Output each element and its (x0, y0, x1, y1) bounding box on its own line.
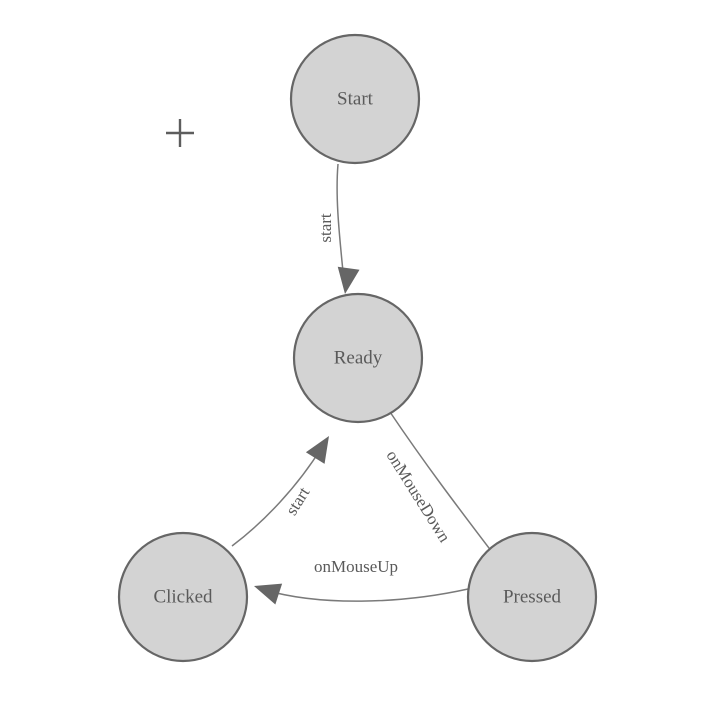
edge-line (389, 411, 493, 553)
crosshair-layer (166, 119, 194, 147)
edge-line (231, 446, 323, 547)
edge-line (336, 163, 345, 283)
node-circle[interactable] (117, 531, 249, 663)
node-ready[interactable]: Ready (292, 292, 424, 424)
arrow-head-icon (254, 583, 283, 605)
edge-pressed-to-clicked[interactable]: onMouseUp (251, 557, 469, 605)
edge-label: start (316, 213, 335, 243)
node-pressed[interactable]: Pressed (466, 531, 598, 663)
node-circle[interactable] (289, 33, 421, 165)
edge-label: start (282, 483, 314, 518)
arrow-head-icon (305, 436, 329, 464)
node-start[interactable]: Start (289, 33, 421, 165)
edge-clicked-to-ready[interactable]: start (231, 430, 338, 547)
crosshair-icon (166, 119, 194, 147)
arrow-head-icon (337, 266, 360, 294)
edge-label: onMouseDown (383, 447, 455, 546)
node-clicked[interactable]: Clicked (117, 531, 249, 663)
node-circle[interactable] (292, 292, 424, 424)
edge-start-to-ready[interactable]: start (316, 163, 360, 296)
edge-label: onMouseUp (314, 557, 398, 576)
node-circle[interactable] (466, 531, 598, 663)
edge-line (264, 588, 469, 602)
